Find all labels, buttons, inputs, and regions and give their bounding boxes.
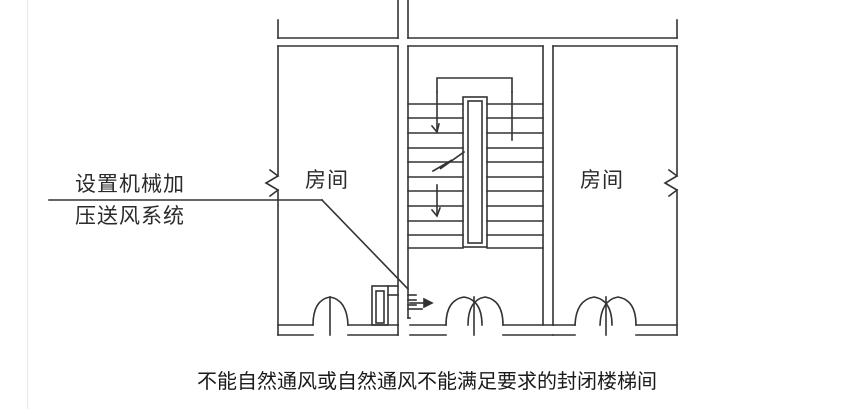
airflow-arrow <box>409 297 434 309</box>
bottom-walls <box>277 317 678 336</box>
page-edge-line <box>27 0 28 409</box>
door-right-room <box>574 296 637 336</box>
figure-caption: 不能自然通风或自然通风不能满足要求的封闭楼梯间 <box>197 369 657 393</box>
outer-left-wall <box>264 45 280 336</box>
stair-core <box>407 77 544 249</box>
door-left-room <box>312 296 349 336</box>
callout-leader <box>48 198 410 291</box>
outer-right-wall <box>663 45 679 336</box>
stairwell-walls <box>397 45 554 326</box>
room-left-label: 房间 <box>305 168 349 192</box>
callout-text-line2: 压送风系统 <box>75 204 185 228</box>
room-right-label: 房间 <box>580 168 624 192</box>
door-stairwell <box>445 296 504 336</box>
callout-text-line1: 设置机械加 <box>75 172 185 196</box>
supply-air-unit <box>371 285 423 326</box>
corridor-walls <box>277 0 678 47</box>
